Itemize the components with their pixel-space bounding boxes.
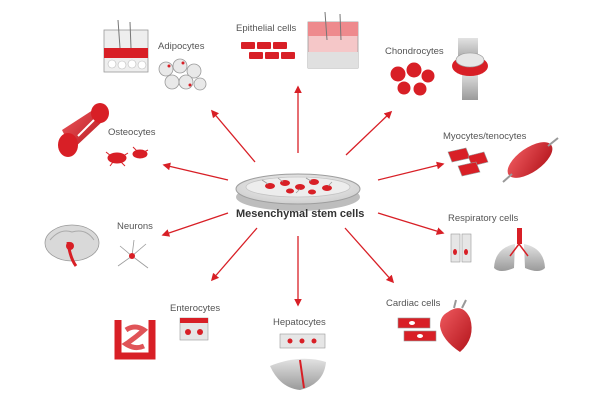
hepatocyte-cells-icon — [279, 333, 326, 349]
label-enterocytes: Enterocytes — [170, 303, 221, 314]
label-neurons: Neurons — [117, 221, 153, 232]
arrow-cardiac — [344, 227, 395, 284]
lungs-icon — [494, 228, 545, 271]
cardiac-cells-icon — [397, 317, 437, 342]
muscle-icon — [502, 137, 559, 183]
adipocyte-cells-icon — [158, 58, 207, 91]
arrow-myocytes — [377, 161, 445, 181]
intestine-icon — [114, 320, 156, 360]
epithelial-cells-icon — [241, 11, 359, 69]
label-chondrocytes: Chondrocytes — [385, 46, 444, 57]
arrow-adipocytes — [210, 109, 256, 163]
arrow-neurons — [161, 212, 229, 237]
label-osteocytes: Osteocytes — [108, 127, 156, 138]
label-myocytes: Myocytes/tenocytes — [443, 131, 527, 142]
liver-icon — [270, 358, 326, 390]
label-epithelial: Epithelial cells — [236, 23, 297, 34]
label-hepatocytes: Hepatocytes — [273, 317, 326, 328]
petri-dish-icon — [235, 173, 361, 211]
skin-tissue-icon — [103, 19, 149, 73]
osteocyte-cells-icon — [105, 146, 149, 167]
bone-icon — [58, 103, 109, 157]
respiratory-cells-icon — [450, 233, 472, 263]
neuron-cell-icon — [117, 239, 149, 269]
arrows — [161, 85, 445, 307]
label-respiratory: Respiratory cells — [448, 213, 519, 224]
knee-joint-icon — [452, 38, 488, 100]
arrow-osteocytes — [162, 162, 229, 181]
arrow-enterocytes — [210, 227, 258, 282]
label-cardiac: Cardiac cells — [386, 298, 441, 309]
myocyte-cells-icon — [447, 147, 489, 177]
center-label: Mesenchymal stem cells — [236, 208, 365, 220]
chondrocyte-cells-icon — [389, 61, 436, 97]
heart-icon — [440, 299, 472, 352]
arrow-chondrocytes — [345, 110, 393, 156]
brain-icon — [44, 224, 100, 267]
enterocyte-cells-icon — [179, 317, 209, 341]
label-adipocytes: Adipocytes — [158, 41, 205, 52]
arrow-respiratory — [377, 212, 445, 235]
